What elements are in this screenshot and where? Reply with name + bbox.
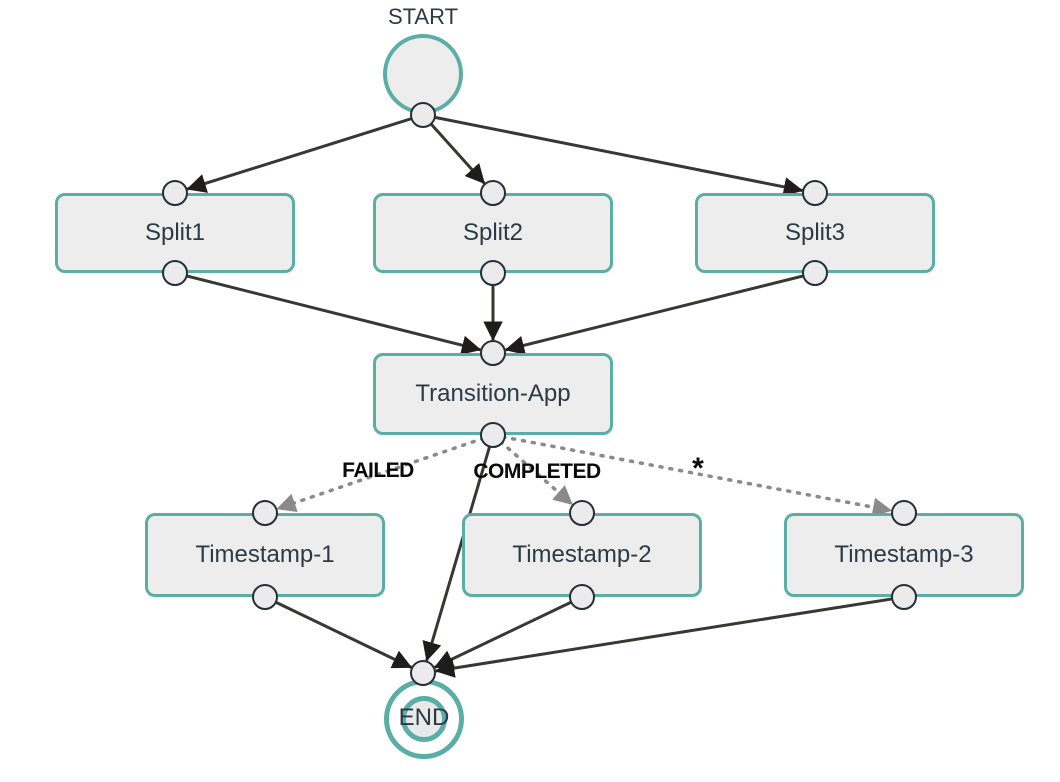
- edge-label-failed: FAILED: [342, 459, 414, 482]
- node-split3[interactable]: Split3: [695, 193, 935, 273]
- port-split1-bottom: [162, 260, 188, 286]
- port-transition-app-top: [480, 340, 506, 366]
- port-timestamp-3-bottom: [891, 584, 917, 610]
- edge-transition-app-end: [422, 434, 495, 662]
- start-node-label: START: [387, 4, 459, 29]
- end-node-inner-circle: [401, 696, 447, 742]
- port-split2-top: [480, 180, 506, 206]
- node-split1-label: Split1: [144, 219, 206, 246]
- edge-label-completed: COMPLETED: [473, 460, 601, 483]
- edge-split3-transition-app: [504, 271, 816, 355]
- node-split2-label: Split2: [462, 219, 524, 246]
- port-split1-top: [162, 180, 188, 206]
- port-start-bottom: [410, 102, 436, 128]
- port-timestamp-1-top: [252, 500, 278, 526]
- edge-transition-app-timestamp2-completed: [491, 433, 574, 507]
- node-timestamp-1[interactable]: Timestamp-1: [145, 513, 385, 597]
- port-split3-top: [802, 180, 828, 206]
- edge-split1-transition-app: [174, 271, 482, 355]
- node-timestamp-2-label: Timestamp-2: [512, 541, 652, 568]
- edge-timestamp2-end: [433, 595, 583, 669]
- edge-transition-app-timestamp1-failed: [275, 433, 495, 512]
- port-timestamp-2-bottom: [569, 584, 595, 610]
- edge-label-wildcard: *: [692, 452, 704, 485]
- edge-timestamp1-end: [264, 595, 413, 669]
- end-node-label: END: [398, 704, 450, 731]
- edge-start-split3: [422, 113, 804, 197]
- node-split1[interactable]: Split1: [55, 193, 295, 273]
- node-transition-app-label: Transition-App: [415, 380, 571, 407]
- edge-start-split1: [186, 113, 424, 193]
- edge-timestamp3-end: [434, 595, 905, 678]
- port-timestamp-1-bottom: [252, 584, 278, 610]
- port-split2-bottom: [480, 260, 506, 286]
- node-timestamp-2[interactable]: Timestamp-2: [462, 513, 702, 597]
- port-timestamp-3-top: [891, 500, 917, 526]
- node-timestamp-3-label: Timestamp-3: [834, 541, 974, 568]
- port-split3-bottom: [802, 260, 828, 286]
- node-split3-label: Split3: [784, 219, 846, 246]
- port-transition-app-bottom: [480, 422, 506, 448]
- port-timestamp-2-top: [569, 500, 595, 526]
- edge-start-split2: [421, 113, 486, 185]
- node-timestamp-1-label: Timestamp-1: [195, 541, 335, 568]
- edge-transition-app-timestamp3-wildcard: [491, 433, 893, 517]
- port-end-top: [410, 660, 436, 686]
